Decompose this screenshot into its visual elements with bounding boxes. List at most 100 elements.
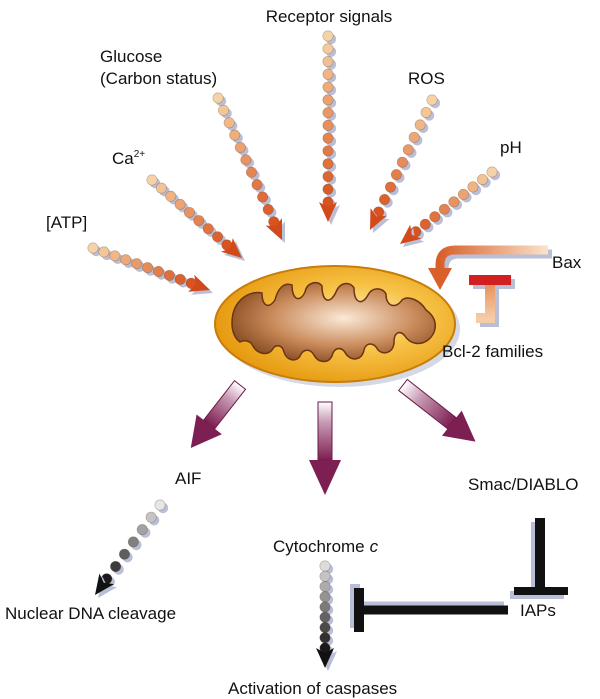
bead xyxy=(322,158,334,170)
bead xyxy=(476,173,488,185)
arrowhead xyxy=(370,208,387,230)
bead xyxy=(457,188,469,200)
bead xyxy=(396,156,408,168)
bead xyxy=(174,273,186,285)
smac-release-arrow xyxy=(397,378,476,442)
label-receptor-signals: Receptor signals xyxy=(266,7,393,26)
bead xyxy=(420,106,432,118)
label-cytochrome-c-italic: c xyxy=(370,537,379,556)
arrowhead xyxy=(316,648,334,668)
bead xyxy=(448,196,460,208)
bead xyxy=(110,560,122,572)
label-bcl2-families: Bcl-2 families xyxy=(442,342,543,361)
bead xyxy=(322,170,334,182)
bcl2-inhibition-symbol xyxy=(469,275,515,327)
bead xyxy=(142,262,154,274)
bead xyxy=(438,203,450,215)
label-ros: ROS xyxy=(408,69,445,88)
bead xyxy=(322,68,334,80)
bead xyxy=(218,104,230,116)
bead xyxy=(163,269,175,281)
bead xyxy=(414,119,426,131)
bead xyxy=(146,174,158,186)
bead xyxy=(319,580,331,592)
mitochondrion-cristae xyxy=(231,281,436,363)
label-ph: pH xyxy=(500,138,522,157)
bead xyxy=(322,107,334,119)
bead xyxy=(229,129,241,141)
label-cytochrome: Cytochrome xyxy=(273,537,365,556)
aif-release-arrow xyxy=(190,379,247,449)
bead xyxy=(319,621,331,633)
bead xyxy=(109,250,121,262)
bead xyxy=(223,117,235,129)
bead xyxy=(212,231,224,243)
bead xyxy=(136,524,148,536)
label-carbon-status: (Carbon status) xyxy=(100,69,217,88)
bead xyxy=(322,94,334,106)
arrowhead xyxy=(400,224,422,244)
ph-chain xyxy=(400,166,501,247)
label-glucose: Glucose xyxy=(100,47,162,66)
cytochrome-to-caspase-chain xyxy=(316,560,337,671)
label-aif: AIF xyxy=(175,469,201,488)
bead xyxy=(419,218,431,230)
bead xyxy=(322,81,334,93)
bead xyxy=(152,265,164,277)
bead xyxy=(322,43,334,55)
bead xyxy=(257,191,269,203)
bead xyxy=(234,142,246,154)
arrowhead xyxy=(265,218,282,240)
glucose-chain xyxy=(212,92,285,243)
bead xyxy=(165,190,177,202)
bead xyxy=(322,119,334,131)
label-activation-of-caspases: Activation of caspases xyxy=(228,679,397,698)
bead xyxy=(118,548,130,560)
bead xyxy=(319,570,331,582)
bead xyxy=(467,181,479,193)
atp-chain xyxy=(87,242,213,295)
ca-chain xyxy=(146,174,245,261)
bax-arrow xyxy=(428,245,552,290)
bead xyxy=(202,223,214,235)
diagram-labels: Receptor signals Glucose (Carbon status)… xyxy=(5,7,582,698)
bead xyxy=(322,56,334,68)
bead xyxy=(245,166,257,178)
label-nuclear-dna-cleavage: Nuclear DNA cleavage xyxy=(5,604,176,623)
iaps-inhibit-caspases xyxy=(350,584,508,632)
label-bax: Bax xyxy=(552,253,582,272)
bead xyxy=(174,198,186,210)
bead xyxy=(131,258,143,270)
bead xyxy=(193,215,205,227)
bead xyxy=(319,601,331,613)
receptor-signals-chain xyxy=(319,30,340,225)
label-ca: Ca2+ xyxy=(112,149,145,168)
cytochrome-release-arrow xyxy=(309,401,341,495)
ros-chain xyxy=(370,94,441,233)
label-iaps: IAPs xyxy=(520,601,556,620)
mitochondrion xyxy=(214,265,460,387)
bead xyxy=(155,182,167,194)
bead xyxy=(426,94,438,106)
bead xyxy=(319,611,331,623)
bead xyxy=(322,30,334,42)
signal-bead-chains xyxy=(87,30,501,671)
bead xyxy=(145,511,157,523)
label-smac-diablo: Smac/DIABLO xyxy=(468,475,579,494)
arrowhead xyxy=(95,573,114,595)
bead xyxy=(408,131,420,143)
bead xyxy=(240,154,252,166)
bead xyxy=(319,632,331,644)
bead xyxy=(319,591,331,603)
bead xyxy=(212,92,224,104)
aif-to-nuclear-chain xyxy=(95,499,169,598)
bead xyxy=(322,132,334,144)
bead xyxy=(127,536,139,548)
arrowhead xyxy=(319,202,337,222)
smac-inhibits-iaps xyxy=(510,518,568,599)
bead xyxy=(251,179,263,191)
bead xyxy=(98,246,110,258)
bead xyxy=(390,169,402,181)
bead xyxy=(379,194,391,206)
